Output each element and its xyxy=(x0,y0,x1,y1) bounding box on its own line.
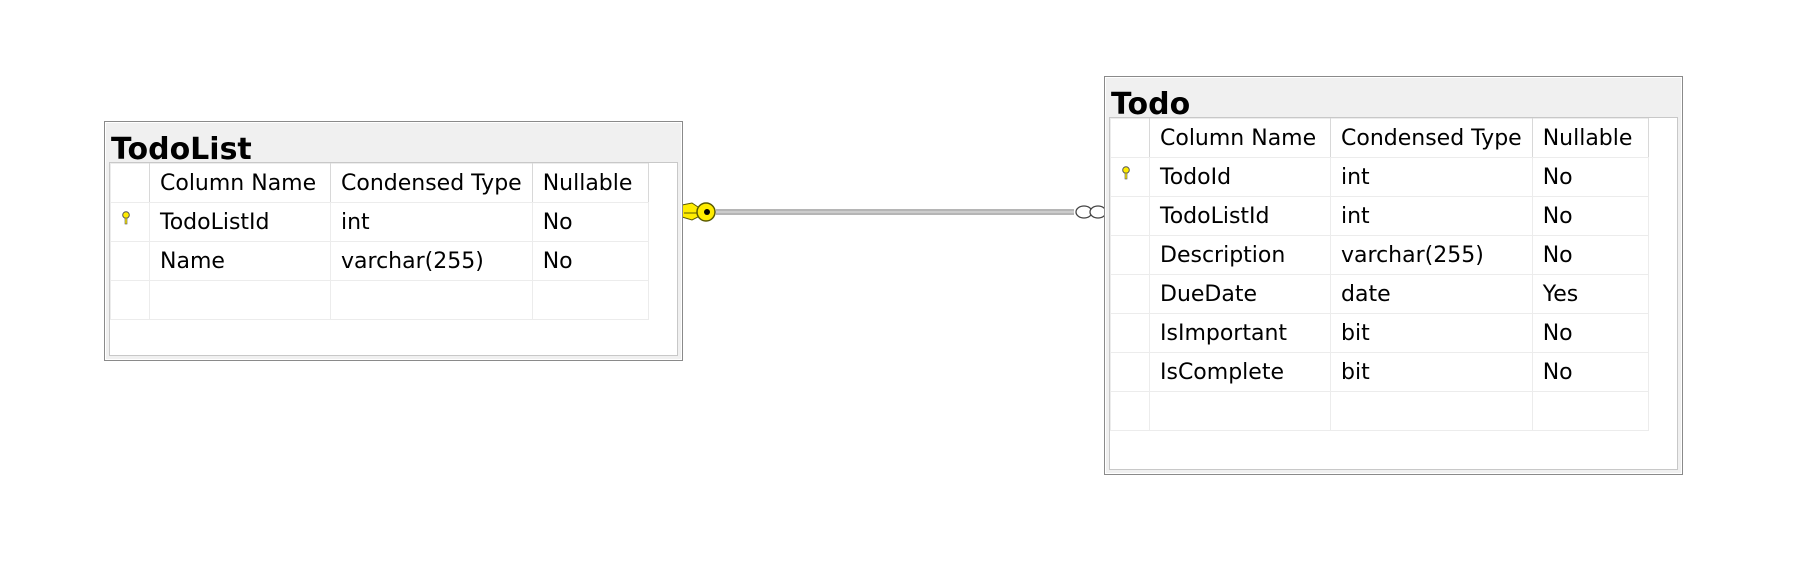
column-name-cell[interactable]: TodoId xyxy=(1149,157,1331,197)
header-row: Column Name Condensed Type Nullable xyxy=(110,163,649,203)
table-row[interactable]: TodoListId int No xyxy=(110,202,649,242)
key-cell xyxy=(1110,352,1150,392)
column-name-cell[interactable] xyxy=(149,280,331,320)
table-row[interactable]: Name varchar(255) No xyxy=(110,241,649,281)
column-name-cell[interactable] xyxy=(1149,391,1331,431)
column-name-cell[interactable]: TodoListId xyxy=(149,202,331,242)
nullable-cell[interactable] xyxy=(531,280,649,320)
key-cell xyxy=(1110,313,1150,353)
header-row: Column Name Condensed Type Nullable xyxy=(1110,118,1649,158)
nullable-cell[interactable]: No xyxy=(1531,196,1649,236)
primary-key-icon xyxy=(122,210,130,224)
key-cell xyxy=(110,241,150,281)
type-cell[interactable]: varchar(255) xyxy=(330,241,533,281)
table-row[interactable]: IsComplete bit No xyxy=(1110,352,1649,392)
column-name-cell[interactable]: IsComplete xyxy=(1149,352,1331,392)
column-table: Column Name Condensed Type Nullable Todo… xyxy=(110,163,649,320)
nullable-header[interactable]: Nullable xyxy=(1531,118,1649,158)
type-cell[interactable]: int xyxy=(330,202,533,242)
key-cell xyxy=(1110,157,1150,197)
column-name-cell[interactable]: TodoListId xyxy=(1149,196,1331,236)
column-name-header[interactable]: Column Name xyxy=(1149,118,1331,158)
type-cell[interactable]: date xyxy=(1330,274,1533,314)
table-todolist[interactable]: TodoList Column Name Condensed Type Null… xyxy=(104,121,683,361)
type-cell[interactable]: int xyxy=(1330,157,1533,197)
nullable-cell[interactable] xyxy=(1531,391,1649,431)
column-table: Column Name Condensed Type Nullable Todo… xyxy=(1110,118,1649,431)
key-cell xyxy=(1110,235,1150,275)
nullable-cell[interactable]: No xyxy=(1531,235,1649,275)
table-row[interactable]: Description varchar(255) No xyxy=(1110,235,1649,275)
nullable-header[interactable]: Nullable xyxy=(531,163,649,203)
key-header-cell xyxy=(110,163,150,203)
type-cell[interactable] xyxy=(330,280,533,320)
key-cell xyxy=(1110,391,1150,431)
primary-key-icon xyxy=(1122,165,1130,179)
table-row[interactable]: TodoListId int No xyxy=(1110,196,1649,236)
column-name-cell[interactable]: Description xyxy=(1149,235,1331,275)
key-cell xyxy=(110,202,150,242)
table-row[interactable]: TodoId int No xyxy=(1110,157,1649,197)
nullable-cell[interactable]: No xyxy=(1531,352,1649,392)
column-name-cell[interactable]: DueDate xyxy=(1149,274,1331,314)
condensed-type-header[interactable]: Condensed Type xyxy=(330,163,533,203)
key-cell xyxy=(110,280,150,320)
key-cell xyxy=(1110,196,1150,236)
column-grid: Column Name Condensed Type Nullable Todo… xyxy=(1109,117,1678,470)
column-name-header[interactable]: Column Name xyxy=(149,163,331,203)
condensed-type-header[interactable]: Condensed Type xyxy=(1330,118,1533,158)
key-cell xyxy=(1110,274,1150,314)
type-cell[interactable] xyxy=(1330,391,1533,431)
table-title[interactable]: Todo xyxy=(1111,87,1191,122)
table-todo[interactable]: Todo Column Name Condensed Type Nullable… xyxy=(1104,76,1683,475)
column-name-cell[interactable]: Name xyxy=(149,241,331,281)
column-grid: Column Name Condensed Type Nullable Todo… xyxy=(109,162,678,356)
infinity-icon xyxy=(1075,205,1107,219)
key-icon xyxy=(681,202,716,222)
type-cell[interactable]: bit xyxy=(1330,352,1533,392)
empty-row[interactable] xyxy=(1110,391,1649,431)
nullable-cell[interactable]: No xyxy=(531,202,649,242)
table-title[interactable]: TodoList xyxy=(111,132,252,167)
nullable-cell[interactable]: No xyxy=(1531,157,1649,197)
type-cell[interactable]: int xyxy=(1330,196,1533,236)
column-name-cell[interactable]: IsImportant xyxy=(1149,313,1331,353)
nullable-cell[interactable]: No xyxy=(531,241,649,281)
type-cell[interactable]: varchar(255) xyxy=(1330,235,1533,275)
nullable-cell[interactable]: No xyxy=(1531,313,1649,353)
key-header-cell xyxy=(1110,118,1150,158)
table-row[interactable]: DueDate date Yes xyxy=(1110,274,1649,314)
empty-row[interactable] xyxy=(110,280,649,320)
type-cell[interactable]: bit xyxy=(1330,313,1533,353)
nullable-cell[interactable]: Yes xyxy=(1531,274,1649,314)
table-row[interactable]: IsImportant bit No xyxy=(1110,313,1649,353)
